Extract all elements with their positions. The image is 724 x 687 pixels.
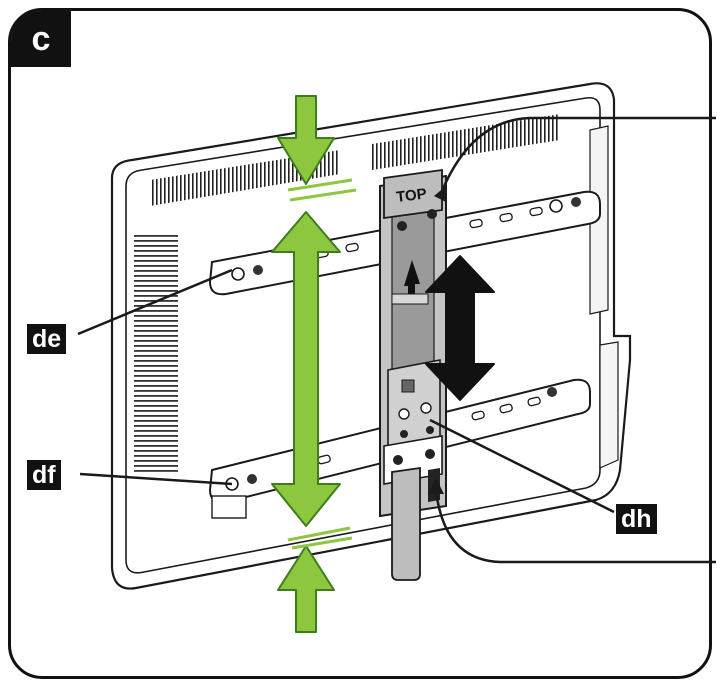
panel-frame [8, 8, 712, 679]
spacing-double-arrow [271, 211, 341, 527]
dh-leader [429, 418, 615, 514]
side-vent [134, 234, 178, 474]
bottom-reference-line [287, 526, 351, 542]
tv-back-panel [110, 82, 632, 590]
up-arrow-marking [404, 260, 420, 296]
vertical-bracket: TOP [379, 168, 447, 581]
df-leader [79, 472, 233, 486]
callout-label-de: de [27, 324, 67, 354]
top-reference-line [287, 178, 353, 192]
panel-letter-tag: c [11, 11, 71, 67]
bottom-callout-leader [434, 489, 716, 564]
top-callout-leader [438, 116, 716, 197]
top-vent [150, 150, 340, 206]
top-vent-right [372, 114, 560, 170]
top-marking: TOP [395, 185, 427, 206]
callout-label-dh: dh [616, 504, 657, 534]
bottom-pressure-arrow [277, 545, 335, 633]
callout-label-df: df [27, 460, 61, 490]
top-pressure-arrow [277, 95, 335, 185]
lock-tab [391, 466, 421, 581]
de-leader [77, 268, 233, 336]
height-adjust-arrow [425, 255, 495, 401]
